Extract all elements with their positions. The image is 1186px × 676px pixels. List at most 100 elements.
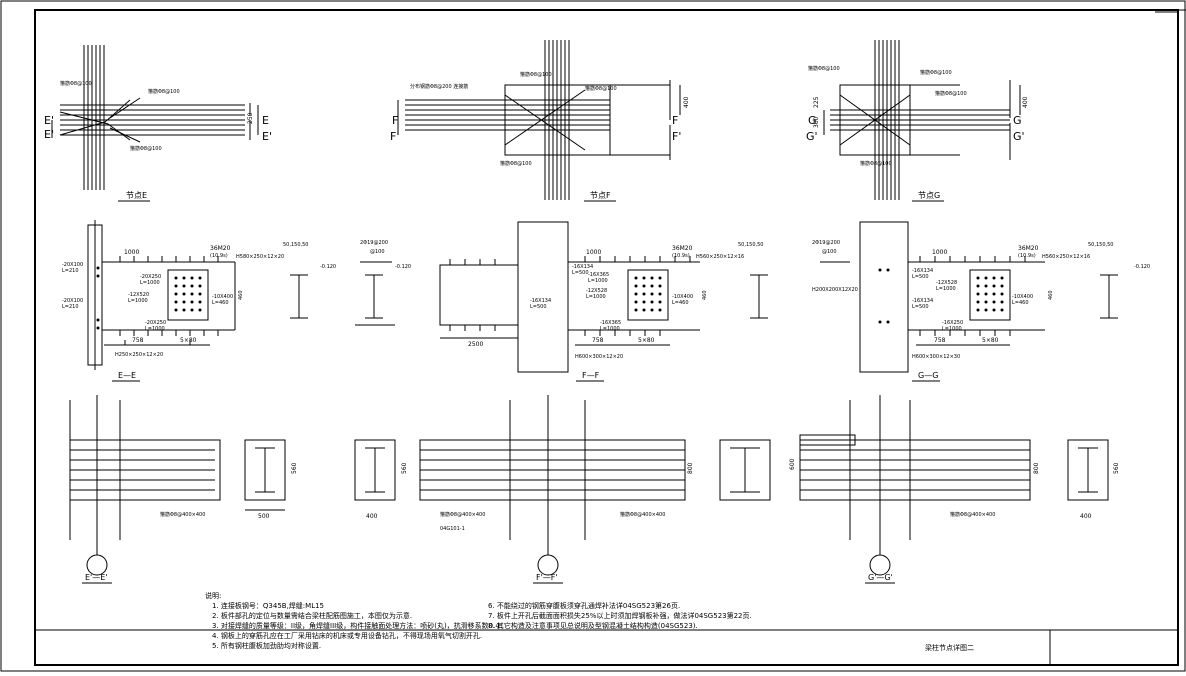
- dim-e-a: 250: [247, 112, 254, 124]
- svg-text:箍筋Φ8@100: 箍筋Φ8@100: [920, 69, 952, 76]
- svg-text:箍筋Φ8@100: 箍筋Φ8@100: [585, 85, 617, 92]
- gg-beam: H560×250×12×16: [1042, 254, 1090, 260]
- ff-bolts-sub: (10.9s): [672, 253, 690, 259]
- ee-plate-4b: L=1000: [145, 326, 165, 332]
- ee-plate-3b: L=460: [212, 300, 229, 306]
- elev-g-beam-h2: 560: [1113, 462, 1120, 474]
- note-item: 1. 连接板钢号：Q345B,焊缝:ML15: [212, 601, 324, 610]
- note-item: 8. 其它构造及注意事项见总说明及型钢混凝土结构构造(04SG523).: [488, 621, 698, 630]
- ee-rebar: 2Φ19@200: [360, 240, 388, 246]
- ee-elev: -0.120: [320, 264, 336, 270]
- svg-text:箍筋Φ8@100: 箍筋Φ8@100: [60, 80, 92, 87]
- svg-text:箍筋Φ8@400×400: 箍筋Φ8@400×400: [160, 511, 205, 518]
- elevation-e-caption: E'—E': [85, 573, 108, 582]
- gg-dims-top: 50,150,50: [1088, 242, 1113, 248]
- dim-g-side-a: 225: [813, 96, 820, 108]
- ff-dim-1000: 1000: [586, 249, 601, 256]
- sheet-title: 梁柱节点详图二: [925, 643, 974, 652]
- elev-g-beam-h: 800: [1033, 462, 1040, 474]
- ee-side-1: -20X100: [62, 262, 83, 268]
- note-item: 3. 对接焊缝的质量等级：II级，角焊缝III级，构件接触面处理方法：喷砂(丸)…: [212, 621, 502, 630]
- elevation-f-caption: F'—F': [536, 573, 558, 582]
- gg-dim-460: 460: [1048, 290, 1054, 300]
- ee-beam: H580×250×12×20: [236, 254, 284, 260]
- ee-plate-1: -20X250: [140, 274, 161, 280]
- svg-text:箍筋Φ8@100: 箍筋Φ8@100: [808, 65, 840, 72]
- cut-label-f-right: F: [672, 114, 678, 127]
- ee-dim-460: 460: [238, 290, 244, 300]
- svg-text:分布钢筋Φ8@200 连接筋: 分布钢筋Φ8@200 连接筋: [410, 83, 468, 90]
- note-item: 7. 板件上开孔后截面面积损失25%以上时须加焊钢板补强，做法详04SG523第…: [488, 611, 752, 620]
- elev-f-col-w: 400: [366, 513, 378, 520]
- note-item: 2. 板件部孔的定位与数量需结合梁柱配筋图施工，本图仅为示意.: [212, 611, 412, 620]
- section-gg: 1000 36M20 (10.9s) H560×250×12×16 H200X2…: [812, 221, 1150, 382]
- ee-side-2b: L=210: [62, 304, 79, 310]
- ee-dims-top: 50,150,50: [283, 242, 308, 248]
- ff-plate-4b: L=500: [572, 270, 589, 276]
- note-item: 4. 钢板上的穿筋孔应在工厂采用钻床的机床或专用设备钻孔，不得现场用氧气切割开孔…: [212, 631, 482, 640]
- section-ee-caption: E—E: [118, 371, 136, 380]
- ff-bolts: 36M20: [672, 245, 693, 252]
- ff-plate-1b: L=1000: [588, 278, 608, 284]
- gg-dim-pitch: 5×80: [982, 337, 999, 344]
- node-f-caption: 节点F: [590, 191, 611, 200]
- dim-g-side-b: 300: [813, 116, 820, 128]
- ff-plate-6: -16X365: [600, 320, 621, 326]
- ff-elev: -0.120: [395, 264, 411, 270]
- ff-plate-6b: L=1000: [600, 326, 620, 332]
- gg-plate-3: -10X400: [1012, 294, 1033, 300]
- svg-text:箍筋Φ8@100: 箍筋Φ8@100: [500, 160, 532, 167]
- dim-f-a: 400: [683, 96, 690, 108]
- gg-h-left: H200X200X12X20: [812, 287, 858, 293]
- gg-plate-1: -16X250: [942, 320, 963, 326]
- node-e-plan: 箍筋Φ8@100 箍筋Φ8@100 箍筋Φ8@100 E' E' E E' 25…: [44, 45, 272, 202]
- cut-label-g-prime-right: G': [1013, 130, 1025, 143]
- ee-side-1b: L=210: [62, 268, 79, 274]
- svg-text:箍筋Φ8@100: 箍筋Φ8@100: [130, 145, 162, 152]
- gg-plate-4: -16X134: [912, 268, 933, 274]
- ff-plate-2: -12X528: [586, 288, 607, 294]
- ff-plate-4: -16X134: [572, 264, 593, 270]
- ff-h-steel: H600×300×12×20: [575, 354, 623, 360]
- notes-heading: 说明:: [205, 591, 221, 600]
- ee-side-2: -20X100: [62, 298, 83, 304]
- ee-rebar-sub: @100: [370, 249, 385, 255]
- gg-dim-width: 758: [934, 337, 946, 344]
- svg-text:箍筋Φ8@400×400: 箍筋Φ8@400×400: [620, 511, 665, 518]
- cut-label-f-prime-right: F': [672, 130, 681, 143]
- gg-h-steel: H600×300×12×30: [912, 354, 960, 360]
- cut-label-f-left: F: [392, 114, 398, 127]
- gg-dim-1000: 1000: [932, 249, 947, 256]
- ee-bolts: 36M20: [210, 245, 231, 252]
- ff-plate-1: -16X365: [588, 272, 609, 278]
- gg-plate-4b: L=500: [912, 274, 929, 280]
- section-ff: 1000 36M20 (10.9s) H560×250×12×16 -16X36…: [365, 221, 850, 382]
- notes-block: 说明: 1. 连接板钢号：Q345B,焊缝:ML15 2. 板件部孔的定位与数量…: [205, 591, 752, 650]
- ee-plate-3: -10X400: [212, 294, 233, 300]
- cut-label-g-left: G: [808, 114, 817, 127]
- gg-elev: -0.120: [1134, 264, 1150, 270]
- node-g-caption: 节点G: [918, 191, 940, 200]
- ee-plate-4: -20X250: [145, 320, 166, 326]
- section-ee: 1000 36M20 (10.9s) H580×250×12×20 -20X25…: [62, 220, 395, 382]
- svg-text:箍筋Φ8@100: 箍筋Φ8@100: [520, 71, 552, 78]
- ee-dim-width: 758: [132, 337, 144, 344]
- elev-g-dim-600: 600: [789, 458, 796, 470]
- elevation-g-caption: G'—G': [868, 573, 893, 582]
- section-gg-caption: G—G: [918, 371, 938, 380]
- gg-plate-2b: L=1000: [936, 286, 956, 292]
- ff-dim-460: 460: [702, 290, 708, 300]
- ff-dims-top: 50,150,50: [738, 242, 763, 248]
- note-item: 6. 不能绕过的钢筋穿腹板须穿孔通焊补法详04SG523第26页.: [488, 601, 680, 610]
- ff-dim-2500: 2500: [468, 341, 483, 348]
- ee-h-steel: H250×250×12×20: [115, 352, 163, 358]
- ff-rebar-sub: @100: [822, 249, 837, 255]
- gg-plate-1b: L=1000: [942, 326, 962, 332]
- ee-plate-2: -12X520: [128, 292, 149, 298]
- ee-plate-1b: L=1000: [140, 280, 160, 286]
- svg-text:箍筋Φ8@400×400: 箍筋Φ8@400×400: [950, 511, 995, 518]
- ff-plate-5b: L=500: [530, 304, 547, 310]
- ee-dim-1000: 1000: [124, 249, 139, 256]
